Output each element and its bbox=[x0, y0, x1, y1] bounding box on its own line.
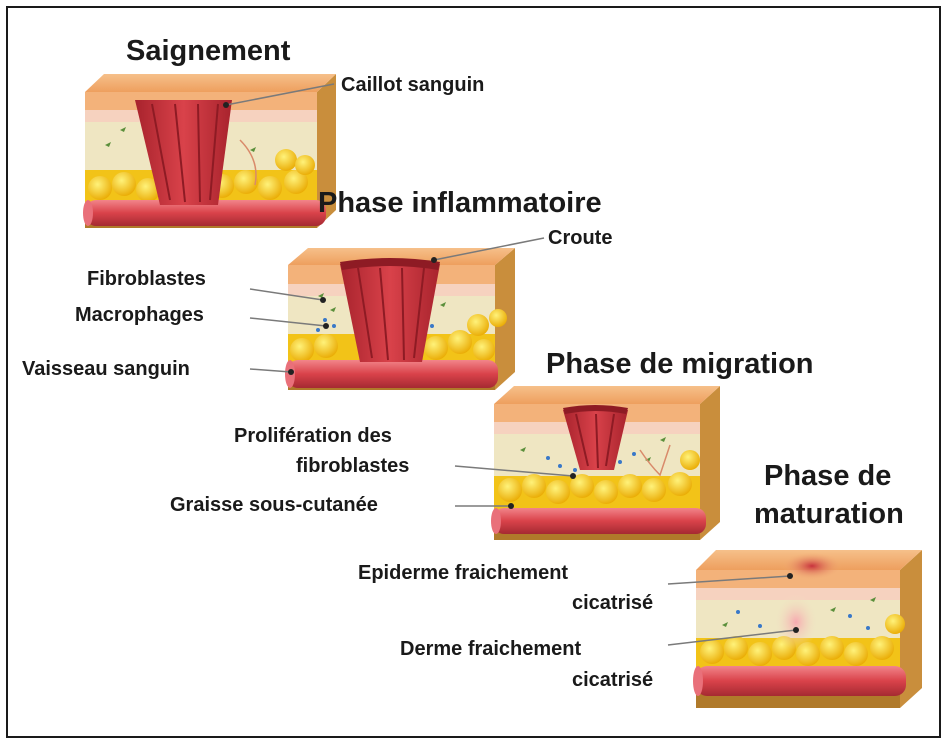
label-fibroblast-proliferation-line1: Prolifération des bbox=[234, 425, 392, 447]
stage-title-bleeding: Saignement bbox=[126, 35, 291, 67]
stage-title-migration: Phase de migration bbox=[546, 348, 814, 380]
label-crust: Croute bbox=[548, 227, 612, 249]
block-inflammatory bbox=[285, 248, 515, 390]
label-new-epidermis-line2: cicatrisé bbox=[572, 592, 653, 614]
label-subcutaneous-fat: Graisse sous-cutanée bbox=[170, 494, 378, 516]
label-blood-clot: Caillot sanguin bbox=[341, 74, 484, 96]
label-new-dermis-line1: Derme fraichement bbox=[400, 638, 582, 660]
label-fibroblast-proliferation-line2: fibroblastes bbox=[296, 455, 409, 477]
block-migration bbox=[491, 386, 720, 540]
label-fibroblasts: Fibroblastes bbox=[87, 268, 206, 290]
block-bleeding bbox=[83, 74, 336, 228]
stage-title-maturation-line1: Phase de bbox=[764, 460, 891, 492]
stage-title-inflammatory: Phase inflammatoire bbox=[318, 187, 602, 219]
label-macrophages: Macrophages bbox=[75, 304, 204, 326]
stage-title-maturation-line2: maturation bbox=[754, 498, 904, 530]
label-blood-vessel: Vaisseau sanguin bbox=[22, 358, 190, 380]
label-new-dermis-line2: cicatrisé bbox=[572, 669, 653, 691]
block-maturation bbox=[693, 550, 922, 708]
label-new-epidermis-line1: Epiderme fraichement bbox=[358, 562, 568, 584]
